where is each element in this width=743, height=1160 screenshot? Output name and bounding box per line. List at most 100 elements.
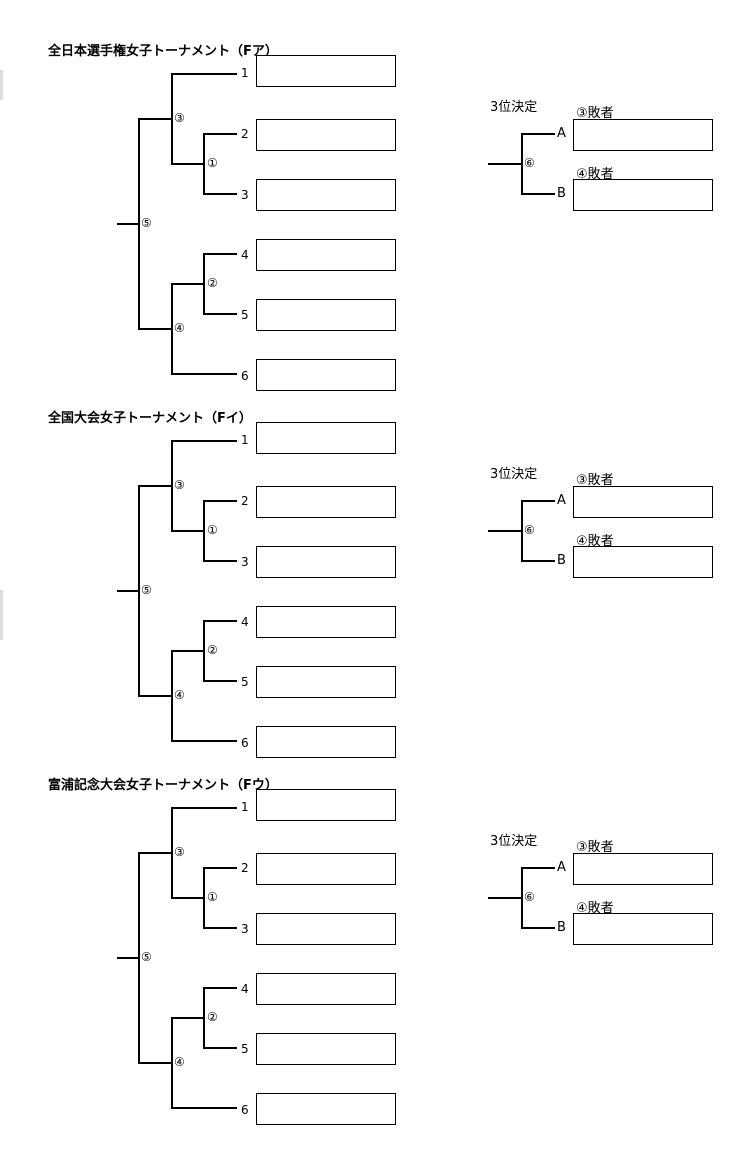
match-number-2: ② [206, 643, 219, 657]
tournament-section-fa: 全日本選手権女子トーナメント（Fア） 1 2 3 4 5 6 ① ② ③ ④ ⑤… [0, 40, 743, 400]
bracket-line [203, 500, 237, 502]
bracket-line [138, 852, 173, 854]
match-number-6: ⑥ [523, 890, 536, 904]
entry-box-2[interactable] [256, 853, 396, 885]
seed-number-3: 3 [241, 188, 249, 202]
entry-box-5[interactable] [256, 1033, 396, 1065]
bracket-line [171, 1017, 205, 1019]
bracket-line [521, 560, 555, 562]
entry-box-1[interactable] [256, 789, 396, 821]
bracket-line [138, 118, 173, 120]
bracket-line [203, 987, 237, 989]
bracket-line [521, 867, 555, 869]
bracket-line [171, 440, 237, 442]
bracket-line [203, 1047, 237, 1049]
seed-number-6: 6 [241, 369, 249, 383]
third-place-box-b[interactable] [573, 179, 713, 211]
entry-box-3[interactable] [256, 179, 396, 211]
third-place-slot-b: B [557, 553, 566, 568]
entry-box-6[interactable] [256, 726, 396, 758]
bracket-line [488, 530, 523, 532]
match-number-3: ③ [173, 111, 186, 125]
entry-box-4[interactable] [256, 239, 396, 271]
tournament-title: 全日本選手権女子トーナメント（Fア） [48, 44, 278, 59]
third-place-box-a[interactable] [573, 486, 713, 518]
match-number-5: ⑤ [140, 950, 153, 964]
entry-box-5[interactable] [256, 666, 396, 698]
third-place-slot-b: B [557, 186, 566, 201]
page-edge-mark [0, 70, 3, 100]
bracket-line [171, 650, 205, 652]
seed-number-1: 1 [241, 433, 249, 447]
seed-number-2: 2 [241, 127, 249, 141]
third-place-source-a: ③敗者 [576, 840, 614, 855]
bracket-line [203, 620, 237, 622]
third-place-slot-a: A [557, 126, 566, 141]
match-number-1: ① [206, 156, 219, 170]
bracket-line [203, 313, 237, 315]
bracket-line [203, 867, 237, 869]
bracket-line [117, 957, 140, 959]
match-number-1: ① [206, 890, 219, 904]
bracket-line [138, 1062, 173, 1064]
bracket-line [138, 485, 173, 487]
match-number-6: ⑥ [523, 523, 536, 537]
entry-box-4[interactable] [256, 973, 396, 1005]
bracket-line [171, 740, 237, 742]
third-place-source-b: ④敗者 [576, 534, 614, 549]
third-place-box-b[interactable] [573, 913, 713, 945]
bracket-line [171, 73, 237, 75]
seed-number-1: 1 [241, 66, 249, 80]
entry-box-6[interactable] [256, 359, 396, 391]
match-number-3: ③ [173, 478, 186, 492]
bracket-line [488, 897, 523, 899]
seed-number-3: 3 [241, 555, 249, 569]
tournament-section-fi: 全国大会女子トーナメント（Fイ） 1 2 3 4 5 6 ① ② ③ ④ ⑤ 3… [0, 407, 743, 767]
bracket-line [171, 897, 205, 899]
tournament-title: 全国大会女子トーナメント（Fイ） [48, 411, 252, 426]
entry-box-2[interactable] [256, 486, 396, 518]
bracket-line [521, 133, 555, 135]
match-number-4: ④ [173, 321, 186, 335]
bracket-line [117, 590, 140, 592]
bracket-line [203, 133, 237, 135]
seed-number-2: 2 [241, 494, 249, 508]
seed-number-4: 4 [241, 982, 249, 996]
entry-box-3[interactable] [256, 546, 396, 578]
tournament-section-fu: 富浦記念大会女子トーナメント（Fウ） 1 2 3 4 5 6 ① ② ③ ④ ⑤… [0, 774, 743, 1134]
bracket-line [203, 193, 237, 195]
entry-box-2[interactable] [256, 119, 396, 151]
page-edge-mark [0, 590, 3, 640]
match-number-2: ② [206, 1010, 219, 1024]
entry-box-6[interactable] [256, 1093, 396, 1125]
third-place-box-a[interactable] [573, 119, 713, 151]
third-place-slot-b: B [557, 920, 566, 935]
bracket-line [171, 1107, 237, 1109]
match-number-5: ⑤ [140, 583, 153, 597]
tournament-title: 富浦記念大会女子トーナメント（Fウ） [48, 778, 278, 793]
bracket-line [171, 807, 237, 809]
seed-number-6: 6 [241, 736, 249, 750]
third-place-label: 3位決定 [490, 100, 538, 115]
entry-box-1[interactable] [256, 422, 396, 454]
entry-box-1[interactable] [256, 55, 396, 87]
match-number-5: ⑤ [140, 216, 153, 230]
seed-number-5: 5 [241, 308, 249, 322]
third-place-box-a[interactable] [573, 853, 713, 885]
bracket-line [203, 253, 237, 255]
entry-box-5[interactable] [256, 299, 396, 331]
entry-box-3[interactable] [256, 913, 396, 945]
bracket-line [521, 193, 555, 195]
match-number-1: ① [206, 523, 219, 537]
seed-number-4: 4 [241, 615, 249, 629]
third-place-box-b[interactable] [573, 546, 713, 578]
bracket-line [117, 223, 140, 225]
match-number-2: ② [206, 276, 219, 290]
seed-number-5: 5 [241, 1042, 249, 1056]
bracket-line [171, 530, 205, 532]
bracket-line [521, 927, 555, 929]
seed-number-1: 1 [241, 800, 249, 814]
third-place-source-a: ③敗者 [576, 473, 614, 488]
seed-number-3: 3 [241, 922, 249, 936]
entry-box-4[interactable] [256, 606, 396, 638]
